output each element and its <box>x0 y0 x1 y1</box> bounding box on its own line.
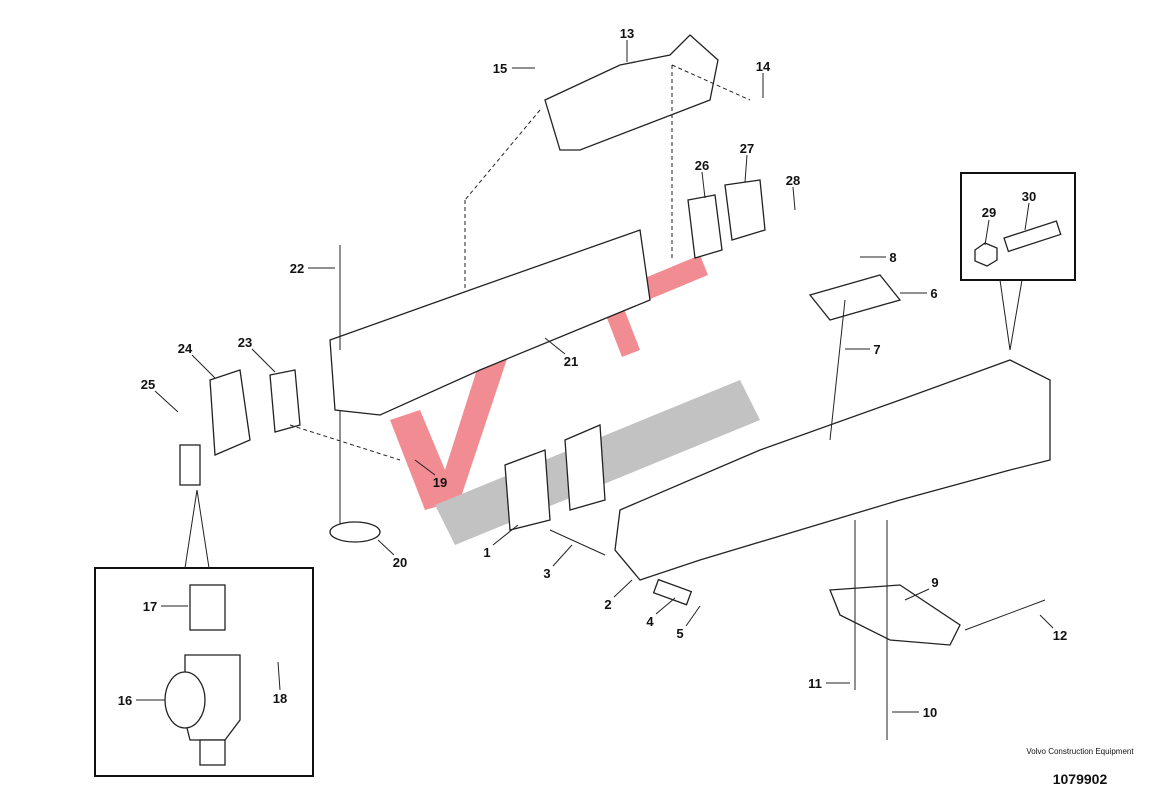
callout-17: 17 <box>143 599 157 614</box>
heat-shield <box>544 34 719 151</box>
detail-inset-sensor <box>94 567 314 777</box>
drawing-number: 1079902 <box>1052 771 1108 787</box>
manufacturer-label: Volvo Construction Equipment <box>1026 747 1134 756</box>
gasket-1b <box>564 424 606 511</box>
gasket <box>687 194 723 259</box>
sensor-head <box>164 671 206 729</box>
cover-plate <box>724 179 766 241</box>
callout-5: 5 <box>676 626 683 641</box>
callout-6: 6 <box>930 286 937 301</box>
callout-12: 12 <box>1053 628 1067 643</box>
callout-1: 1 <box>483 545 490 560</box>
callout-14: 14 <box>756 59 771 74</box>
callout-28: 28 <box>786 173 800 188</box>
gasket-6 <box>808 274 902 321</box>
detail-inset-nut-stud <box>960 172 1076 281</box>
callout-25: 25 <box>141 377 155 392</box>
leader-lines <box>136 40 1054 713</box>
sensor-stem <box>199 739 226 766</box>
spacer-4 <box>652 578 693 606</box>
callout-26: 26 <box>695 158 709 173</box>
callout-30: 30 <box>1022 189 1036 204</box>
callout-2: 2 <box>604 597 611 612</box>
callout-3: 3 <box>543 566 550 581</box>
callout-16: 16 <box>118 693 132 708</box>
nut-29 <box>974 242 998 267</box>
stud-30 <box>1003 220 1062 253</box>
callout-22: 22 <box>290 261 304 276</box>
callout-4: 4 <box>646 614 654 629</box>
sensor-fitting <box>179 444 201 486</box>
callout-29: 29 <box>982 205 996 220</box>
manifold-housing <box>329 229 651 416</box>
callout-20: 20 <box>393 555 407 570</box>
callout-10: 10 <box>923 705 937 720</box>
bracket-24 <box>209 369 251 456</box>
callout-23: 23 <box>238 335 252 350</box>
exhaust-manifold <box>614 359 1051 581</box>
callout-27: 27 <box>740 141 754 156</box>
callout-7: 7 <box>873 342 880 357</box>
gasket-1 <box>504 449 551 531</box>
callout-8: 8 <box>889 250 896 265</box>
callout-11: 11 <box>808 676 822 691</box>
fitting-17 <box>189 584 226 631</box>
o-ring-20 <box>329 521 381 543</box>
callout-24: 24 <box>178 341 193 356</box>
support-bracket-9 <box>829 584 961 646</box>
callout-19: 19 <box>433 475 447 490</box>
callout-13: 13 <box>620 26 634 41</box>
callout-21: 21 <box>564 354 578 369</box>
callout-15: 15 <box>493 61 507 76</box>
gasket-23 <box>269 369 301 433</box>
callout-9: 9 <box>931 575 938 590</box>
callout-18: 18 <box>273 691 287 706</box>
